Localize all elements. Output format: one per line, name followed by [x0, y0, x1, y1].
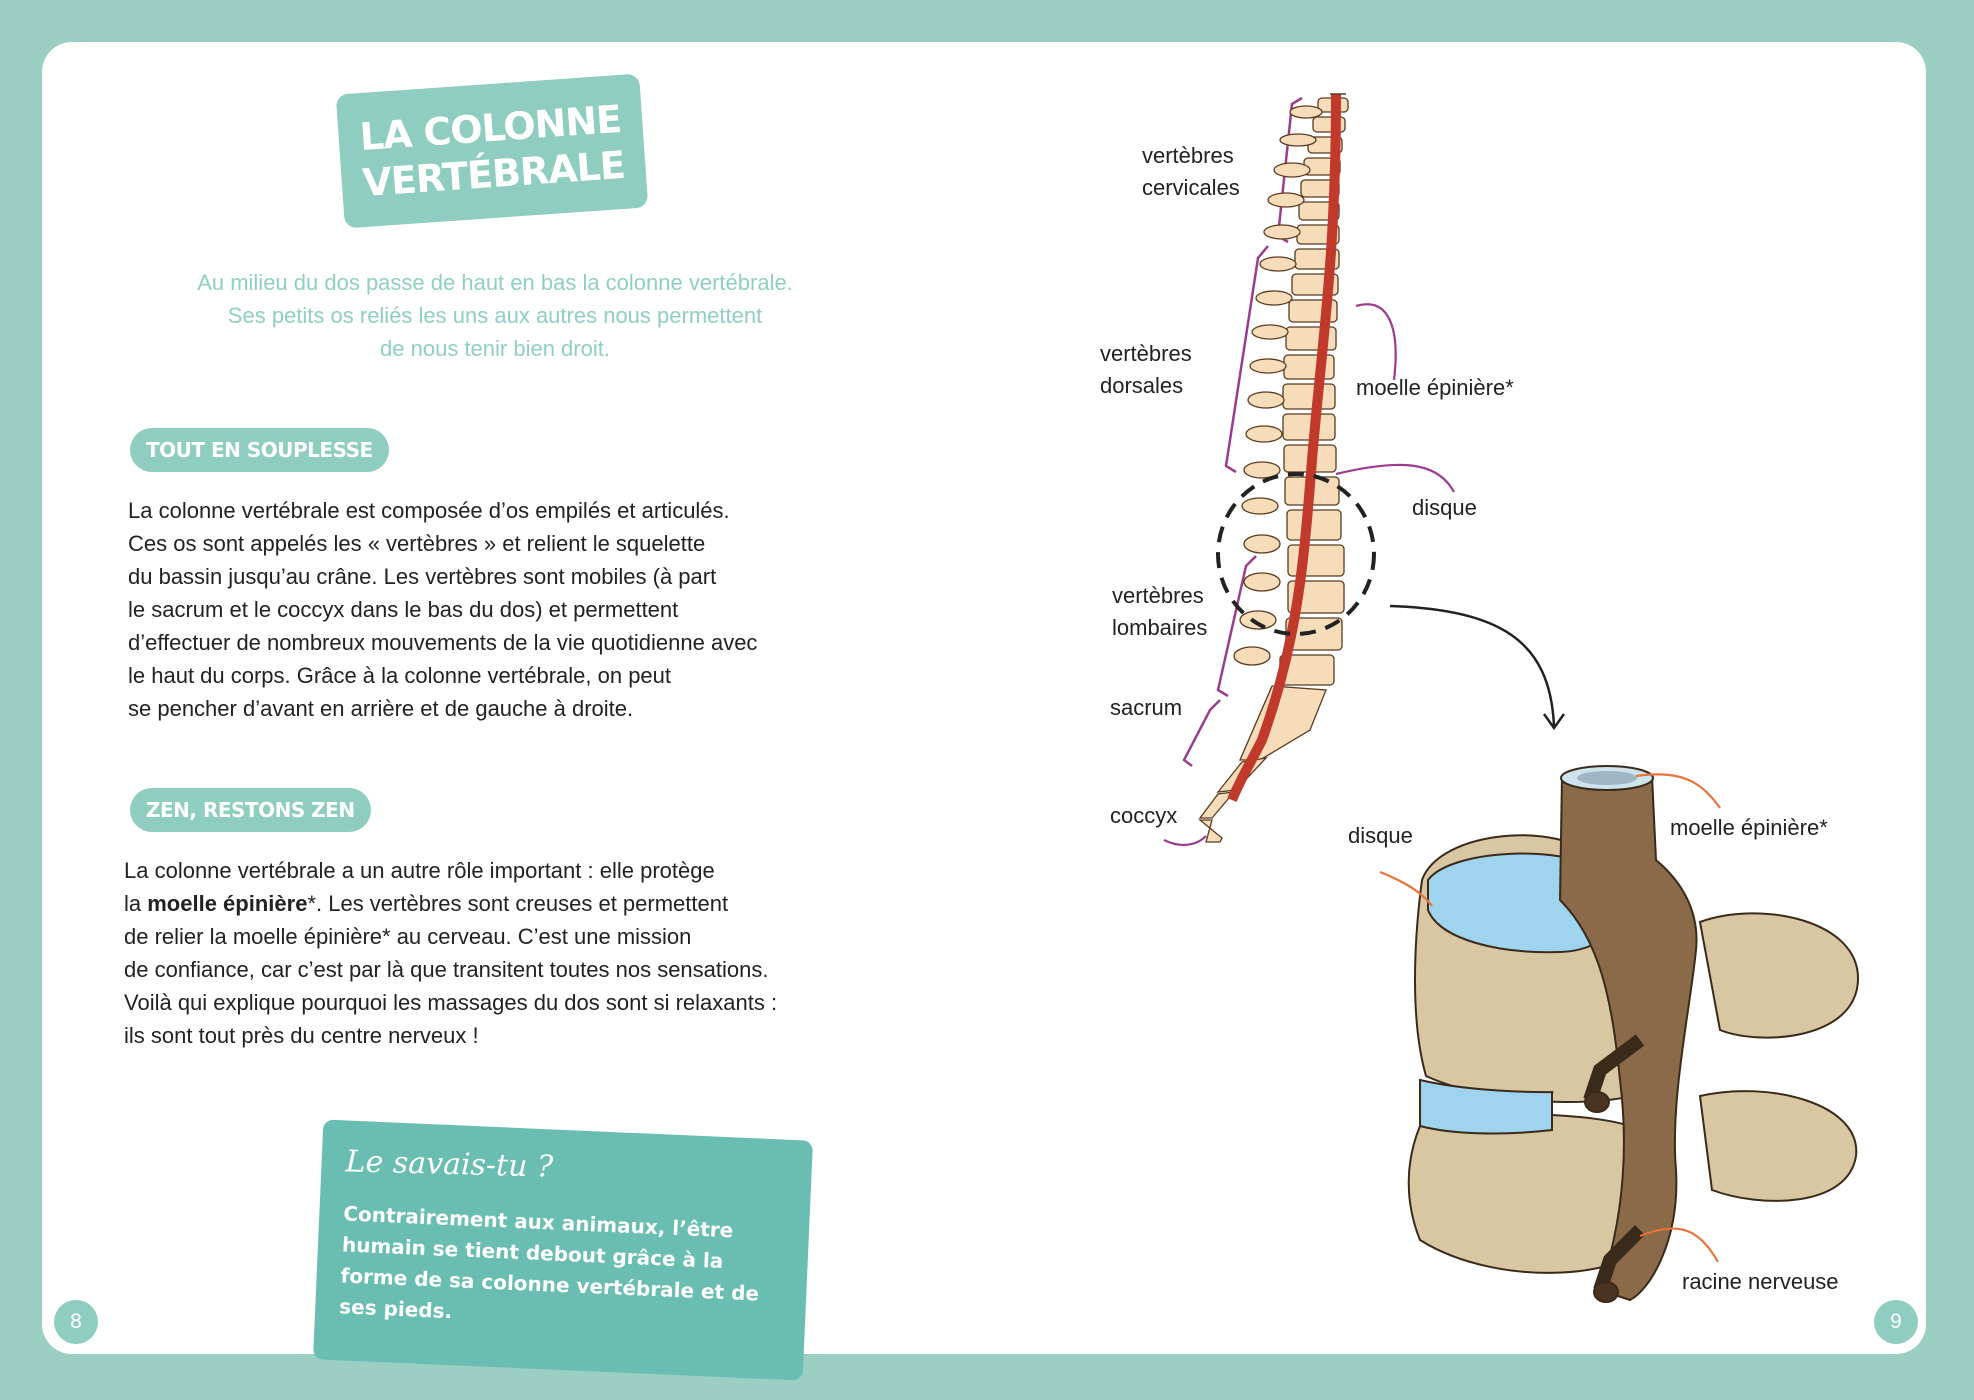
vertebra-closeup [1407, 765, 1860, 1303]
label-moelle-epiniere-bottom: moelle épinière* [1670, 815, 1828, 840]
label-vertebres-lombaires: vertèbres lombaires [1112, 583, 1208, 640]
zoom-arrow [1389, 604, 1556, 727]
section-text-souplesse: La colonne vertébrale est composée d’os … [128, 498, 758, 721]
moelle-term: moelle épinière [147, 891, 308, 916]
section-text-zen: La colonne vertébrale a un autre rôle im… [124, 854, 864, 1052]
label-disque-top: disque [1412, 495, 1477, 520]
page-number-right: 9 [1874, 1300, 1918, 1344]
zen-line-2-pre: la [124, 891, 148, 916]
zen-line-1: La colonne vertébrale a un autre rôle im… [124, 858, 715, 883]
orange-callouts [1379, 773, 1721, 1263]
label-vertebres-dorsales: vertèbres dorsales [1100, 341, 1192, 398]
label-disque-bottom: disque [1348, 823, 1413, 848]
sacrum-coccyx [1198, 685, 1327, 843]
label-racine-nerveuse: racine nerveuse [1682, 1269, 1839, 1294]
zen-line-2: la moelle épinière*. Les vertèbres sont … [124, 887, 864, 920]
spinal-cord [1227, 93, 1341, 802]
label-coccyx: coccyx [1110, 803, 1178, 828]
zen-rest: de relier la moelle épinière* au cerveau… [124, 924, 778, 1048]
zen-line-2-post: *. Les vertèbres sont creuses et permett… [307, 891, 729, 916]
label-vertebres-cervicales: vertèbres cervicales [1142, 143, 1240, 200]
zoom-circle [1216, 472, 1376, 636]
intro-text: Au milieu du dos passe de haut en bas la… [197, 270, 793, 361]
page-number-left: 8 [54, 1300, 98, 1344]
purple-callouts [1163, 303, 1455, 846]
spinous-processes [1233, 105, 1323, 666]
section-heading-zen: ZEN, RESTONS ZEN [130, 788, 371, 832]
label-sacrum: sacrum [1110, 695, 1183, 720]
section-heading-souplesse: TOUT EN SOUPLESSE [130, 428, 389, 472]
label-moelle-epiniere-top: moelle épinière* [1356, 375, 1514, 400]
